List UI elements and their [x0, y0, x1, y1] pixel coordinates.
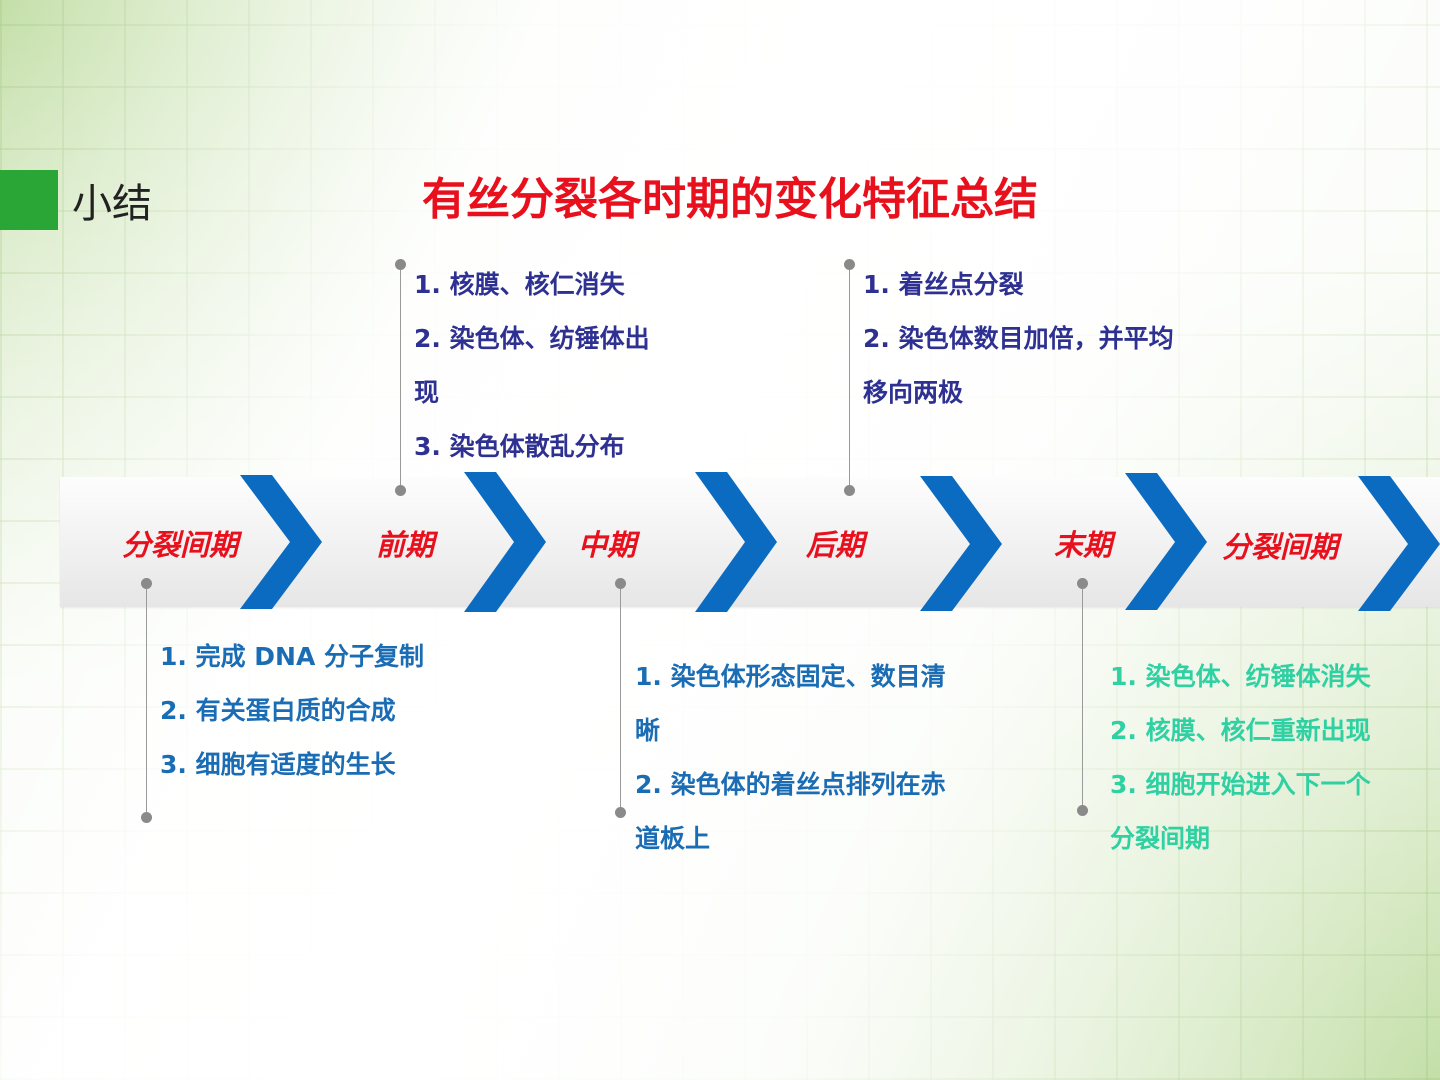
connector-line-metaphase — [620, 584, 621, 813]
phase-label-next-interphase: 分裂间期 — [1222, 530, 1339, 564]
timeline-chevrons — [240, 472, 1440, 612]
connector-line-interphase — [146, 584, 147, 818]
note-item: 1. 核膜、核仁消失 — [414, 270, 625, 299]
phase-label-prophase: 前期 — [376, 528, 435, 562]
note-item: 现 — [414, 378, 440, 407]
phase-label-metaphase: 中期 — [578, 528, 637, 562]
phase-label-anaphase: 后期 — [806, 528, 865, 562]
chevron-arrow-icon — [920, 476, 1002, 611]
note-item: 3. 染色体散乱分布 — [414, 432, 625, 461]
notes-anaphase: 1. 着丝点分裂 2. 染色体数目加倍，并平均 移向两极 — [863, 258, 1174, 420]
note-item: 1. 染色体形态固定、数目清 — [635, 662, 946, 691]
connector-dot — [844, 259, 855, 270]
notes-prophase: 1. 核膜、核仁消失 2. 染色体、纺锤体出 现 3. 染色体散乱分布 — [414, 258, 650, 474]
note-item: 2. 染色体的着丝点排列在赤 — [635, 770, 946, 799]
chevron-arrow-icon — [695, 472, 777, 612]
note-item: 2. 有关蛋白质的合成 — [160, 696, 396, 725]
connector-dot — [844, 485, 855, 496]
phase-label-telophase: 末期 — [1054, 528, 1113, 562]
connector-dot — [1077, 805, 1088, 816]
connector-dot — [615, 807, 626, 818]
phase-label-interphase: 分裂间期 — [122, 528, 239, 562]
note-item: 移向两极 — [863, 378, 964, 407]
note-item: 3. 细胞有适度的生长 — [160, 750, 396, 779]
note-item: 1. 完成 DNA 分子复制 — [160, 642, 425, 671]
note-item: 1. 染色体、纺锤体消失 — [1110, 662, 1371, 691]
connector-dot — [395, 259, 406, 270]
connector-dot — [395, 485, 406, 496]
connector-line-telophase — [1082, 584, 1083, 811]
notes-telophase: 1. 染色体、纺锤体消失 2. 核膜、核仁重新出现 3. 细胞开始进入下一个 分… — [1110, 650, 1371, 866]
section-marker — [0, 170, 58, 230]
note-item: 道板上 — [635, 824, 711, 853]
note-item: 晰 — [635, 716, 661, 745]
note-item: 2. 染色体数目加倍，并平均 — [863, 324, 1174, 353]
section-label: 小结 — [72, 181, 152, 227]
note-item: 2. 核膜、核仁重新出现 — [1110, 716, 1371, 745]
connector-dot — [1077, 578, 1088, 589]
connector-dot — [141, 812, 152, 823]
chevron-arrow-icon — [464, 472, 546, 612]
connector-line-anaphase — [849, 265, 850, 490]
connector-dot — [141, 578, 152, 589]
note-item: 3. 细胞开始进入下一个 — [1110, 770, 1371, 799]
chevron-arrow-icon — [240, 475, 322, 609]
notes-metaphase: 1. 染色体形态固定、数目清 晰 2. 染色体的着丝点排列在赤 道板上 — [635, 650, 946, 866]
note-item: 分裂间期 — [1110, 824, 1211, 853]
page-title: 有丝分裂各时期的变化特征总结 — [422, 174, 1038, 225]
note-item: 2. 染色体、纺锤体出 — [414, 324, 650, 353]
note-item: 1. 着丝点分裂 — [863, 270, 1024, 299]
connector-line-prophase — [400, 265, 401, 490]
chevron-arrow-icon — [1125, 473, 1207, 610]
chevron-arrow-icon — [1358, 476, 1440, 611]
notes-interphase: 1. 完成 DNA 分子复制 2. 有关蛋白质的合成 3. 细胞有适度的生长 — [160, 630, 424, 792]
connector-dot — [615, 578, 626, 589]
